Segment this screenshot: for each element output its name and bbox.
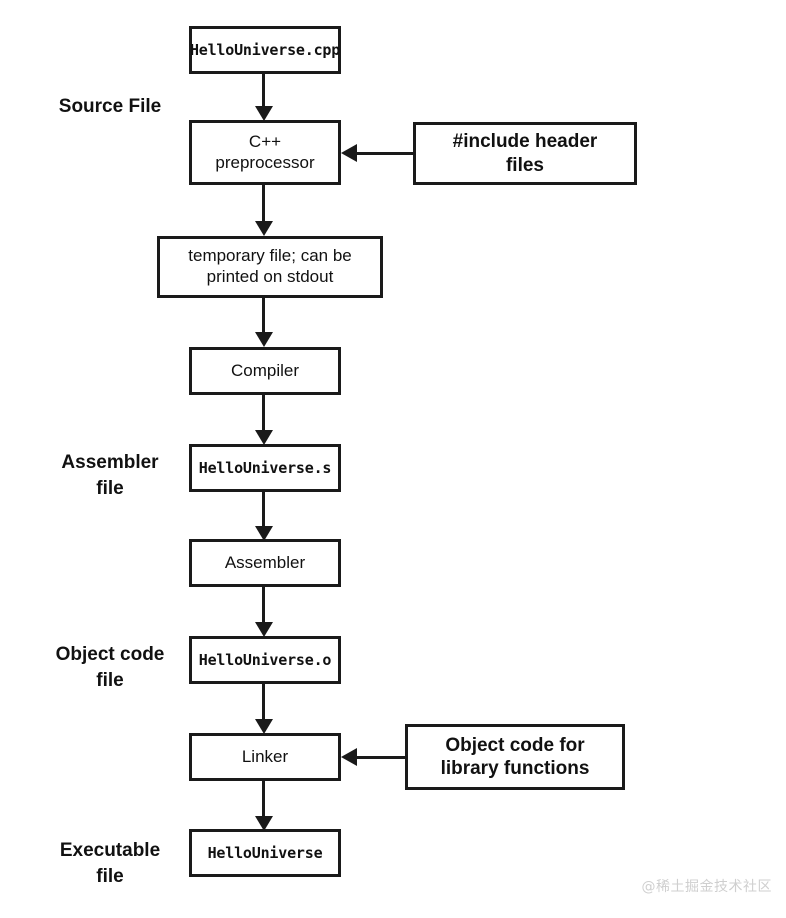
edge-asm-to-assembler-line xyxy=(262,492,265,535)
edge-include-to-preprocessor-line xyxy=(357,152,415,155)
edge-temp-to-compiler-line xyxy=(262,298,265,340)
watermark: @稀土掘金技术社区 xyxy=(641,879,772,895)
edge-assembler-to-obj-line xyxy=(262,587,265,631)
node-hellouniverse-cpp[interactable]: HelloUniverse.cpp xyxy=(189,26,341,74)
edge-temp-to-compiler-arrowhead xyxy=(255,332,273,347)
edge-cpp-to-preprocessor-line xyxy=(262,74,265,112)
node-cpp-preprocessor[interactable]: C++ preprocessor xyxy=(189,120,341,185)
edge-include-to-preprocessor-arrowhead xyxy=(341,144,357,162)
edge-assembler-to-obj-arrowhead xyxy=(255,622,273,637)
node-temporary-file[interactable]: temporary file; can be printed on stdout xyxy=(157,236,383,298)
edge-linker-to-exe-line xyxy=(262,781,265,825)
edge-library-to-linker-line xyxy=(357,756,407,759)
stage-label-assembler-file: Assembler file xyxy=(61,452,159,499)
node-hellouniverse-s[interactable]: HelloUniverse.s xyxy=(189,444,341,492)
edge-asm-to-assembler-arrowhead xyxy=(255,526,273,541)
node-compiler[interactable]: Compiler xyxy=(189,347,341,395)
node-assembler[interactable]: Assembler xyxy=(189,539,341,587)
node-hellouniverse-executable[interactable]: HelloUniverse xyxy=(189,829,341,877)
edge-obj-to-linker-arrowhead xyxy=(255,719,273,734)
edge-preprocessor-to-temp-line xyxy=(262,185,265,228)
edge-cpp-to-preprocessor-arrowhead xyxy=(255,106,273,121)
node-linker[interactable]: Linker xyxy=(189,733,341,781)
edge-library-to-linker-arrowhead xyxy=(341,748,357,766)
edge-compiler-to-asm-line xyxy=(262,395,265,439)
edge-obj-to-linker-line xyxy=(262,684,265,728)
edge-compiler-to-asm-arrowhead xyxy=(255,430,273,445)
node-object-code-library[interactable]: Object code for library functions xyxy=(405,724,625,790)
node-include-header-files[interactable]: #include header files xyxy=(413,122,637,185)
edge-preprocessor-to-temp-arrowhead xyxy=(255,221,273,236)
stage-label-source-file: Source File xyxy=(58,96,162,117)
edge-linker-to-exe-arrowhead xyxy=(255,816,273,831)
stage-label-object-code-file: Object code file xyxy=(55,644,165,691)
stage-label-executable-file: Executable file xyxy=(59,840,161,887)
node-hellouniverse-o[interactable]: HelloUniverse.o xyxy=(189,636,341,684)
